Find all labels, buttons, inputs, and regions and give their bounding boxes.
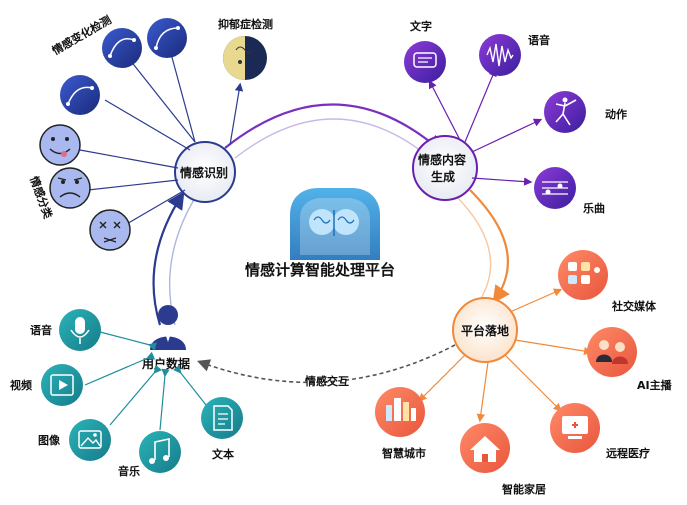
microphone-icon: [59, 309, 101, 351]
hub-landing: 平台落地: [452, 297, 518, 363]
arc-user-to-recognition: [152, 191, 185, 326]
change-detection-icon-3: [60, 75, 100, 115]
input-image-label: 图像: [38, 433, 61, 447]
landing-apps: 社交媒体 AI主播 远程医疗 智能家居: [375, 250, 673, 496]
telemedicine-icon: [550, 403, 600, 453]
input-text-label: 文本: [212, 447, 234, 461]
smart-home-icon: [460, 423, 510, 473]
hub-generation: 情感内容 生成: [412, 135, 478, 201]
ai-anchor-label: AI主播: [637, 378, 673, 392]
music-score-icon: [534, 167, 576, 209]
smart-city-icon: [375, 387, 425, 437]
hub-user-data: 用户数据: [141, 305, 190, 371]
arc-recognition-to-generation: [224, 103, 444, 153]
text-bubble-icon: [404, 41, 446, 83]
depression-detection-label: 抑郁症检测: [218, 17, 273, 31]
waveform-icon: [479, 34, 521, 76]
music-note-icon: [139, 431, 181, 473]
document-icon: [201, 397, 243, 439]
smart-city-label: 智慧城市: [382, 446, 426, 460]
svg-text:情感内容: 情感内容: [418, 152, 466, 167]
change-detection-icon-2: [147, 18, 187, 58]
depression-detection-icon: [223, 36, 267, 80]
interaction-label: 情感交互: [305, 374, 349, 388]
svg-text:生成: 生成: [431, 169, 455, 184]
center-platform: 情感计算智能处理平台: [245, 188, 395, 279]
recognition-branches: 情感变化检测 抑郁症检测 情感分类: [27, 12, 273, 251]
hub-recognition: 情感识别: [174, 141, 236, 203]
dizzy-face-icon: [89, 209, 131, 251]
generation-outputs: 文字 语音 动作 乐曲: [404, 19, 627, 215]
user-avatar-icon: [150, 305, 186, 350]
input-video-label: 视频: [10, 378, 32, 392]
change-detection-icon-1: [102, 28, 142, 68]
smart-home-label: 智能家居: [502, 482, 546, 496]
svg-text:情感识别: 情感识别: [180, 165, 228, 180]
gen-music-label: 乐曲: [583, 201, 605, 215]
input-speech-label: 语音: [30, 323, 52, 337]
video-icon: [41, 364, 83, 406]
input-music-label: 音乐: [118, 464, 140, 478]
user-inputs: 语音 视频 图像 音乐 文本: [10, 309, 243, 478]
arc-emotion-interaction: [196, 344, 456, 384]
gen-text-label: 文字: [410, 19, 432, 33]
ai-anchor-icon: [587, 327, 637, 377]
happy-face-icon: [39, 124, 81, 166]
svg-text:用户数据: 用户数据: [141, 356, 190, 371]
svg-text:平台落地: 平台落地: [461, 323, 509, 338]
platform-title: 情感计算智能处理平台: [245, 261, 395, 279]
sad-face-icon: [49, 167, 91, 209]
telemedicine-label: 远程医疗: [606, 446, 650, 460]
dancer-icon: [544, 91, 586, 133]
social-media-icon: [558, 250, 608, 300]
brain-icon: [290, 188, 380, 260]
gen-speech-label: 语音: [528, 33, 550, 47]
arc-generation-to-landing: [469, 189, 510, 304]
social-media-label: 社交媒体: [611, 299, 657, 313]
gen-motion-label: 动作: [605, 107, 627, 121]
image-icon: [69, 419, 111, 461]
